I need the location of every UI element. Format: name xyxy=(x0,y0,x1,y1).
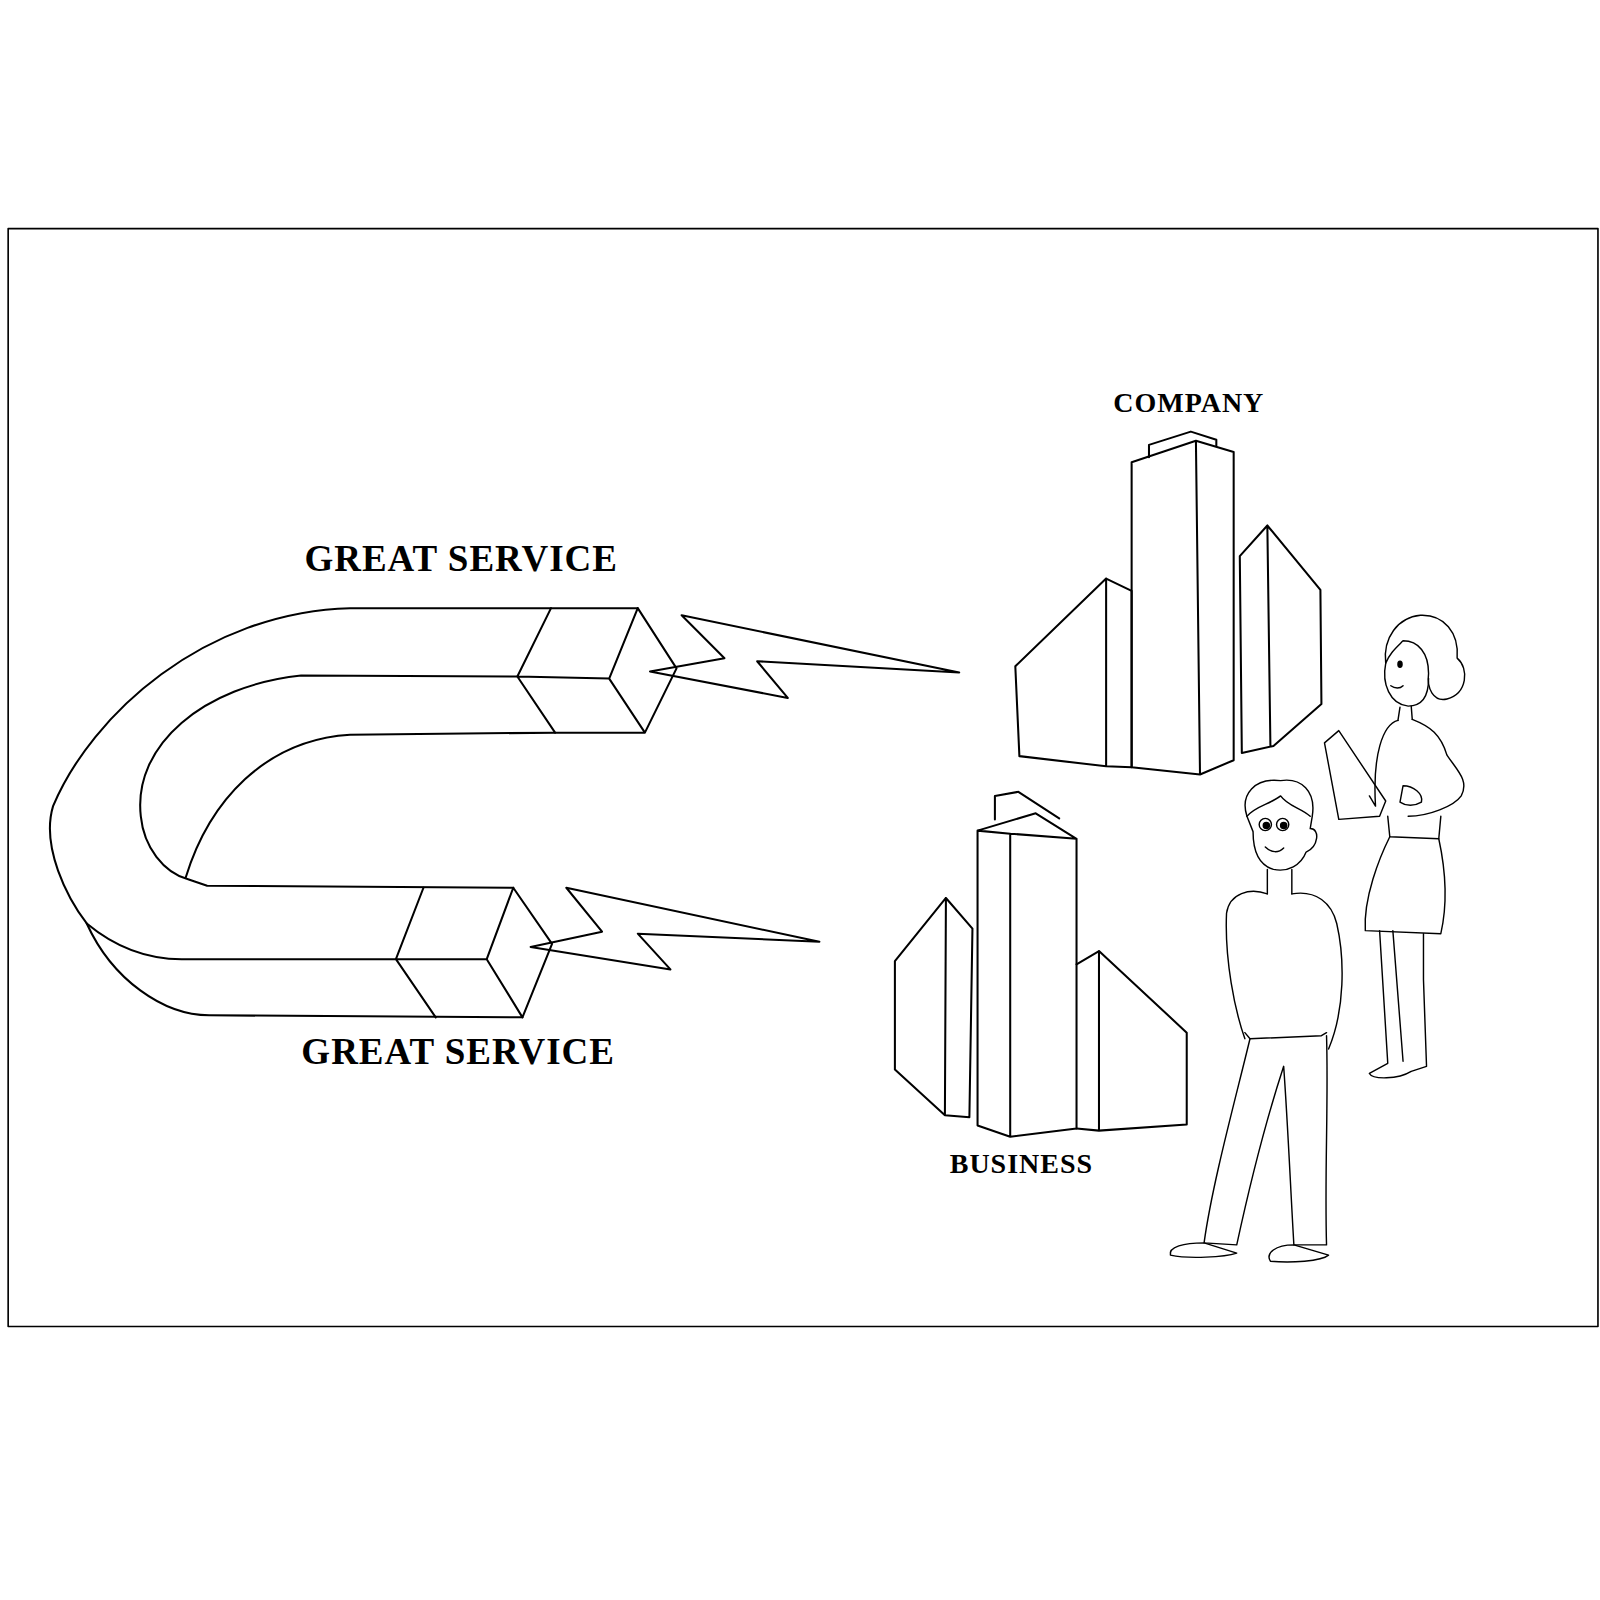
business-buildings xyxy=(895,792,1187,1137)
woman-figure xyxy=(1324,615,1464,1078)
lightning-bolts xyxy=(531,615,960,969)
man-figure xyxy=(1170,780,1342,1262)
frame xyxy=(8,229,1598,1327)
label-text: GREAT SERVICE xyxy=(304,539,618,580)
label-text: GREAT SERVICE xyxy=(301,1032,615,1073)
label-text: COMPANY xyxy=(1113,388,1264,419)
label-text: BUSINESS xyxy=(950,1149,1093,1180)
company-buildings xyxy=(1015,432,1321,775)
